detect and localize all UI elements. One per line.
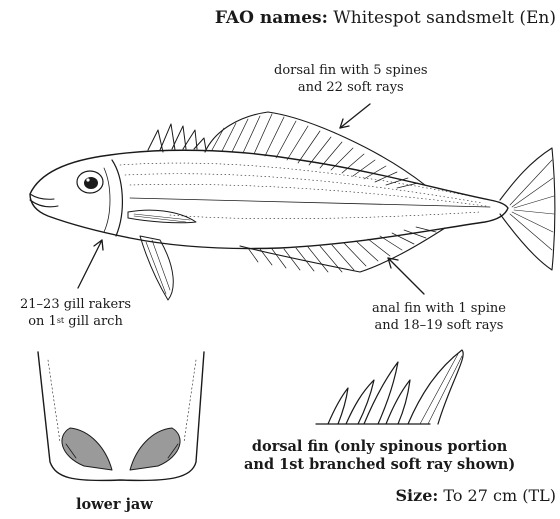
anal-fin-label-line1: anal fin with 1 spine	[372, 300, 506, 317]
size-value: To 27 cm (TL)	[443, 486, 556, 505]
pectoral-fin	[128, 210, 196, 223]
dorsal-fin-detail-caption-line1: dorsal fin (only spinous portion	[244, 438, 515, 456]
size-label: Size:	[396, 486, 439, 505]
anal-fin-label: anal fin with 1 spine and 18–19 soft ray…	[372, 300, 506, 334]
size-info: Size: To 27 cm (TL)	[396, 486, 557, 505]
dorsal-fin-detail-caption: dorsal fin (only spinous portion and 1st…	[244, 438, 515, 474]
gill-rakers-label-line2: on 1st gill arch	[20, 313, 131, 330]
anal-fin-arrow	[388, 258, 424, 294]
spinous-dorsal-fin	[148, 124, 206, 152]
pelvic-fin	[140, 236, 173, 300]
dorsal-fin-arrow	[340, 104, 370, 128]
soft-dorsal-fin	[205, 112, 425, 188]
dorsal-fin-detail-caption-line2: and 1st branched soft ray shown)	[244, 456, 515, 474]
dorsal-fin-label: dorsal fin with 5 spines and 22 soft ray…	[274, 62, 428, 96]
gill-arch-arrow	[78, 240, 102, 288]
annotation-arrows	[78, 104, 424, 294]
gill-rakers-label: 21–23 gill rakers on 1st gill arch	[20, 296, 131, 330]
dorsal-fin-label-line2: and 22 soft rays	[274, 79, 428, 96]
operculum	[112, 160, 122, 236]
anal-fin-label-line2: and 18–19 soft rays	[372, 317, 506, 334]
gill-rakers-label-line1: 21–23 gill rakers	[20, 296, 131, 313]
right-jaw-pad	[130, 428, 180, 470]
eye	[77, 171, 103, 193]
anal-fin	[240, 227, 445, 272]
lower-jaw-caption: lower jaw	[76, 496, 153, 514]
lower-jaw-illustration	[38, 352, 204, 480]
body-stippling	[120, 163, 486, 219]
dorsal-fin-label-line1: dorsal fin with 5 spines	[274, 62, 428, 79]
dorsal-fin-detail-illustration	[316, 350, 463, 424]
lateral-line	[130, 198, 490, 207]
fish-illustration	[30, 112, 555, 300]
